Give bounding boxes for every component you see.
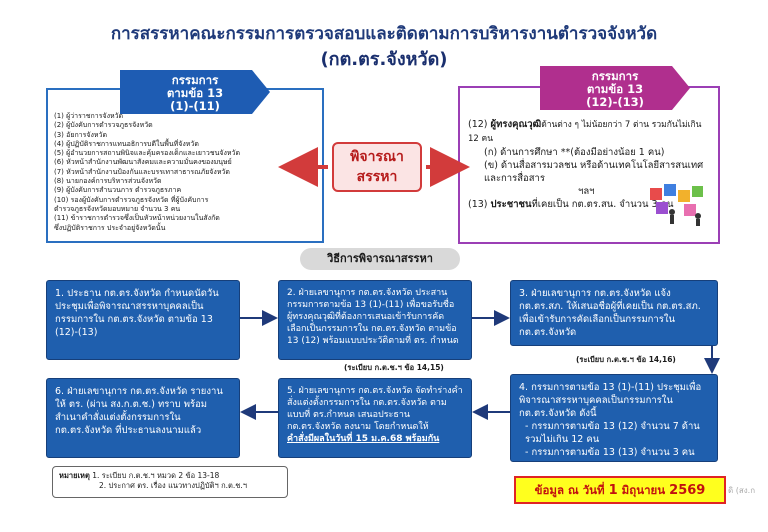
left-list-item: (2) ผู้บังคับการตำรวจภูธรจังหวัด	[54, 121, 153, 130]
left-list-item: (4) ผู้ปฏิบัติราชการแทนอธิการบดีในพื้นที…	[54, 139, 199, 148]
step-2-reference: (ระเบียบ ก.ต.ช.ฯ ข้อ 14,15)	[344, 363, 444, 372]
left-list-item: (5) ผู้อำนวยการสถานพินิจและคุ้มครองเด็กแ…	[54, 149, 241, 158]
data-date-badge: ข้อมูล ณ วันที่ 1 มิถุนายน 2569	[514, 476, 726, 504]
left-list-item: (9) ผู้บังคับการสำนวนการ ตำรวจภูธรภาค	[54, 186, 182, 195]
right-item-12: (12) ผู้ทรงคุณวุฒิด้านต่าง ๆ ไม่น้อยกว่า…	[468, 119, 702, 144]
right-etc: ฯลฯ	[578, 186, 595, 197]
right-item-13: (13) ประชาชนที่เคยเป็น กต.ตร.สน. จำนวน 3…	[468, 199, 674, 210]
left-list-item: ตำรวจภูธรจังหวัดมอบหมาย จำนวน 3 คน	[54, 204, 181, 213]
right-members-tag: กรรมการตามข้อ 13(12)-(13)	[540, 66, 690, 110]
step-3-box: 3. ฝ่ายเลขานุการ กต.ตร.จังหวัด แจ้ง กต.ต…	[510, 280, 718, 346]
left-list-item: (1) ผู้ว่าราชการจังหวัด	[54, 112, 124, 120]
left-list-item: (10) รองผู้บังคับการตำรวจภูธรจังหวัด ที่…	[54, 195, 209, 204]
left-list-item: (3) อัยการจังหวัด	[54, 130, 107, 139]
step-3-reference: (ระเบียบ ก.ต.ช.ฯ ข้อ 14,16)	[576, 355, 676, 364]
right-item-12a: (ก) ด้านการศึกษา **(ต้องมีอย่างน้อย 1 คน…	[484, 147, 665, 158]
page-title: การสรรหาคณะกรรมการตรวจสอบและติดตามการบริ…	[110, 24, 658, 44]
puzzle-people-icon	[650, 184, 703, 226]
step-6-box: 6. ฝ่ายเลขานุการ กต.ตร.จังหวัด รายงานให้…	[46, 378, 240, 458]
footnote-label: หมายเหตุ	[59, 471, 90, 480]
method-label: วิธีการพิจารณาสรรหา	[300, 248, 460, 270]
right-members-panel: (12) ผู้ทรงคุณวุฒิด้านต่าง ๆ ไม่น้อยกว่า…	[458, 86, 720, 244]
step-4-box: 4. กรรมการตามข้อ 13 (1)-(11) ประชุมเพื่อ…	[510, 374, 718, 462]
consider-recruit-box: พิจารณาสรรหา	[332, 142, 422, 192]
left-members-tag: กรรมการตามข้อ 13(1)-(11)	[120, 70, 270, 114]
left-list-item: (11) ข้าราชการตำรวจซึ่งเป็นหัวหน้าหน่วยง…	[54, 214, 220, 223]
watermark-text: ดิ (สง.ก	[728, 486, 756, 495]
step-1-box: 1. ประธาน กต.ตร.จังหวัด กำหนดนัดวันประชุ…	[46, 280, 240, 360]
step-5-box: 5. ฝ่ายเลขานุการ กต.ตร.จังหวัด จัดทำร่าง…	[278, 378, 472, 458]
right-item-12b-cont: และการสื่อสาร	[484, 173, 545, 184]
left-list-item: (6) หัวหน้าสำนักงานพัฒนาสังคมและความมั่น…	[54, 158, 232, 167]
page-subtitle: (กต.ตร.จังหวัด)	[320, 49, 448, 70]
left-list-item: ซึ่งปฏิบัติราชการ ประจำอยู่จังหวัดนั้น	[54, 223, 166, 232]
footnote-box: หมายเหตุ 1. ระเบียบ ก.ต.ช.ฯ หมวด 2 ข้อ 1…	[52, 466, 288, 498]
step-2-box: 2. ฝ่ายเลขานุการ กต.ตร.จังหวัด ประสานกรร…	[278, 280, 472, 360]
left-list-item: (7) หัวหน้าสำนักงานป้องกันและบรรเทาสาธาร…	[54, 167, 230, 176]
left-list-item: (8) นายกองค์การบริหารส่วนจังหวัด	[54, 177, 162, 186]
right-item-12b: (ข) ด้านสื่อสารมวลชน หรือด้านเทคโนโลยีสา…	[484, 160, 704, 171]
